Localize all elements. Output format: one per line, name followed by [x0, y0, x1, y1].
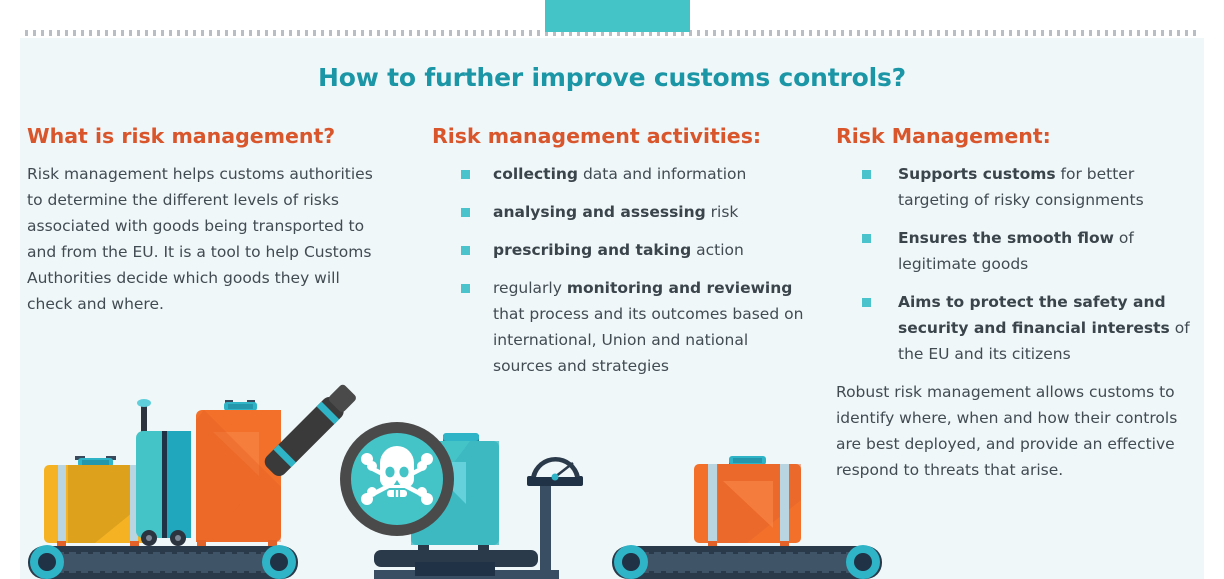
- activity-item: collecting data and information: [432, 161, 807, 187]
- activity-emphasis: analysing and assessing: [493, 202, 706, 221]
- benefit-emphasis: Aims to protect the safety and security …: [898, 292, 1170, 337]
- benefit-rest: of legitimate goods: [898, 228, 1134, 273]
- square-bullet-icon: [461, 207, 470, 217]
- square-bullet-icon: [862, 233, 871, 243]
- activity-rest: data and information: [578, 164, 747, 183]
- column-what-is-risk-management: What is risk management? Risk management…: [27, 124, 377, 317]
- column-risk-management-benefits: Risk Management: Supports customs for be…: [836, 124, 1201, 483]
- activity-rest: that process and its outcomes based on i…: [493, 304, 804, 375]
- activity-rest: action: [691, 240, 744, 259]
- square-bullet-icon: [862, 169, 871, 179]
- square-bullet-icon: [461, 283, 470, 293]
- activity-item: analysing and assessing risk: [432, 199, 807, 225]
- right-column-heading: Risk Management:: [836, 124, 1051, 148]
- activity-emphasis: collecting: [493, 164, 579, 183]
- activities-list: collecting data and information analysing…: [432, 161, 807, 379]
- right-column-closing-paragraph: Robust risk management allows customs to…: [836, 382, 1178, 479]
- benefit-item: Supports customs for better targeting of…: [836, 161, 1201, 213]
- activity-rest: risk: [705, 202, 739, 221]
- benefit-emphasis: Ensures the smooth flow: [898, 228, 1114, 247]
- benefit-item: Aims to protect the safety and security …: [836, 289, 1201, 367]
- activity-emphasis: monitoring and reviewing: [566, 278, 793, 297]
- benefit-emphasis: Supports customs: [898, 164, 1056, 183]
- page-title: How to further improve customs controls?: [318, 63, 906, 92]
- teal-tab-marker: [545, 0, 690, 32]
- activity-lead: regularly: [493, 278, 567, 297]
- column-risk-management-activities: Risk management activities: collecting d…: [432, 124, 807, 391]
- activity-item: regularly monitoring and reviewing that …: [432, 275, 807, 379]
- benefit-rest: of the EU and its citizens: [898, 318, 1190, 363]
- left-column-paragraph: Risk management helps customs authoritie…: [27, 164, 373, 313]
- square-bullet-icon: [461, 169, 470, 179]
- activity-emphasis: prescribing and taking: [493, 240, 692, 259]
- dotted-divider: [25, 30, 1200, 36]
- benefit-rest: for better targeting of risky consignmen…: [898, 164, 1144, 209]
- middle-column-heading: Risk management activities:: [432, 124, 762, 148]
- square-bullet-icon: [862, 297, 871, 307]
- benefit-item: Ensures the smooth flow of legitimate go…: [836, 225, 1201, 277]
- benefits-list: Supports customs for better targeting of…: [836, 161, 1201, 367]
- activity-item: prescribing and taking action: [432, 237, 807, 263]
- square-bullet-icon: [461, 245, 470, 255]
- left-column-heading: What is risk management?: [27, 124, 336, 148]
